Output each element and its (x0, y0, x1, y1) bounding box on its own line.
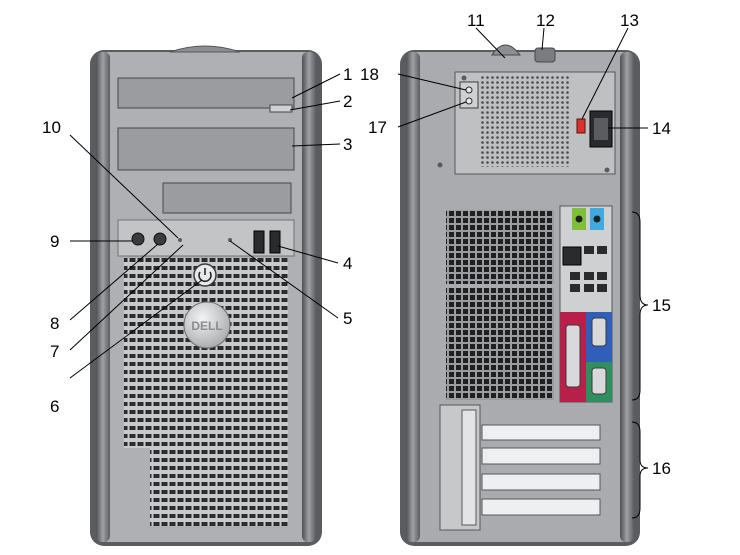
callout-10: 10 (42, 118, 61, 137)
callout-2: 2 (343, 92, 352, 111)
leader-7 (69, 244, 184, 351)
callout-labels: 1 2 3 4 5 6 7 8 9 10 11 12 13 14 15 16 1… (42, 11, 671, 478)
dell-logo-text: DELL (191, 319, 222, 333)
callout-12: 12 (536, 11, 555, 30)
bracket-15 (631, 211, 649, 401)
callout-13: 13 (620, 11, 639, 30)
front-io-panel (117, 219, 295, 257)
optical-drive-eject-button (269, 104, 293, 113)
callout-14: 14 (652, 119, 671, 138)
rear-usb-port-3 (570, 272, 580, 280)
back-right-rail (620, 52, 634, 542)
callout-5: 5 (343, 309, 352, 328)
front-vent-grille-lower (150, 448, 288, 526)
front-view: DELL (90, 45, 322, 546)
optical-drive-bay-2 (117, 127, 295, 171)
psu-screw-br (604, 167, 610, 173)
floppy-drive-bay (162, 182, 292, 214)
psu-screw-tl (461, 75, 467, 81)
leader-6 (69, 279, 203, 379)
callout-16: 16 (652, 459, 671, 478)
leader-lines (69, 27, 649, 519)
rear-usb-port-6 (570, 284, 580, 292)
callout-3: 3 (343, 135, 352, 154)
expansion-slot-bracket (461, 409, 477, 526)
leader-11 (475, 27, 506, 59)
diagnostic-lights (228, 238, 232, 242)
optical-drive-bay-1 (117, 77, 295, 109)
rear-usb-port-8 (597, 284, 607, 292)
parallel-connector (565, 324, 581, 388)
drive-activity-light (178, 238, 182, 242)
callout-8: 8 (50, 314, 59, 333)
callout-1: 1 (343, 65, 352, 84)
power-icon (198, 271, 212, 283)
expansion-slot-3 (481, 473, 601, 491)
dell-logo-badge (183, 301, 231, 349)
callout-9: 9 (50, 232, 59, 251)
front-handle (169, 45, 241, 53)
front-vent-grille (124, 258, 288, 448)
cover-release-latch (534, 47, 556, 63)
audio-line-in-jack (593, 215, 601, 223)
power-connector-socket (594, 118, 608, 140)
microphone-connector (131, 232, 145, 246)
leader-10 (69, 134, 179, 239)
expansion-slot-2 (481, 447, 601, 465)
bracket-16 (631, 421, 649, 519)
leader-8 (69, 243, 159, 321)
leader-5 (229, 240, 339, 319)
back-left-rail (406, 52, 420, 542)
leader-17 (397, 101, 467, 128)
callout-6: 6 (50, 397, 59, 416)
callout-17: 17 (368, 118, 387, 137)
front-left-rail (96, 52, 110, 542)
leader-1 (291, 73, 341, 99)
rear-usb-port-1 (584, 246, 594, 254)
back-view (400, 44, 640, 546)
front-usb-port-2 (269, 230, 281, 254)
voltage-selection-switch (576, 118, 586, 134)
expansion-slot-4 (481, 498, 601, 516)
leader-3 (291, 143, 341, 147)
callout-15: 15 (652, 296, 671, 315)
padlock-ring (491, 44, 522, 56)
callout-11: 11 (467, 11, 485, 30)
rear-usb-port-2 (597, 246, 607, 254)
callout-4: 4 (343, 254, 352, 273)
network-connector (562, 246, 582, 266)
psu-screw-bl (437, 162, 443, 168)
rear-usb-port-4 (584, 272, 594, 280)
leader-18 (397, 73, 467, 91)
audio-line-out-jack (575, 215, 583, 223)
back-vent-upper (446, 210, 554, 284)
serial-connector (591, 367, 607, 395)
callout-18: 18 (360, 65, 379, 84)
psu-diagnostic-switch (465, 97, 473, 105)
psu-diagnostic-light (465, 86, 473, 94)
leader-13 (581, 27, 629, 120)
vga-connector (591, 317, 607, 347)
front-usb-port-1 (253, 230, 265, 254)
leader-12 (541, 27, 545, 51)
headphone-connector (153, 232, 167, 246)
power-supply-vent (480, 75, 570, 167)
expansion-slot-1 (481, 424, 601, 441)
callout-7: 7 (50, 342, 59, 361)
leader-2 (289, 100, 341, 111)
back-vent-lower (446, 288, 554, 400)
psu-diagnostic-panel (459, 81, 479, 109)
leader-4 (277, 245, 339, 264)
rear-usb-port-7 (584, 284, 594, 292)
rear-usb-port-5 (597, 272, 607, 280)
